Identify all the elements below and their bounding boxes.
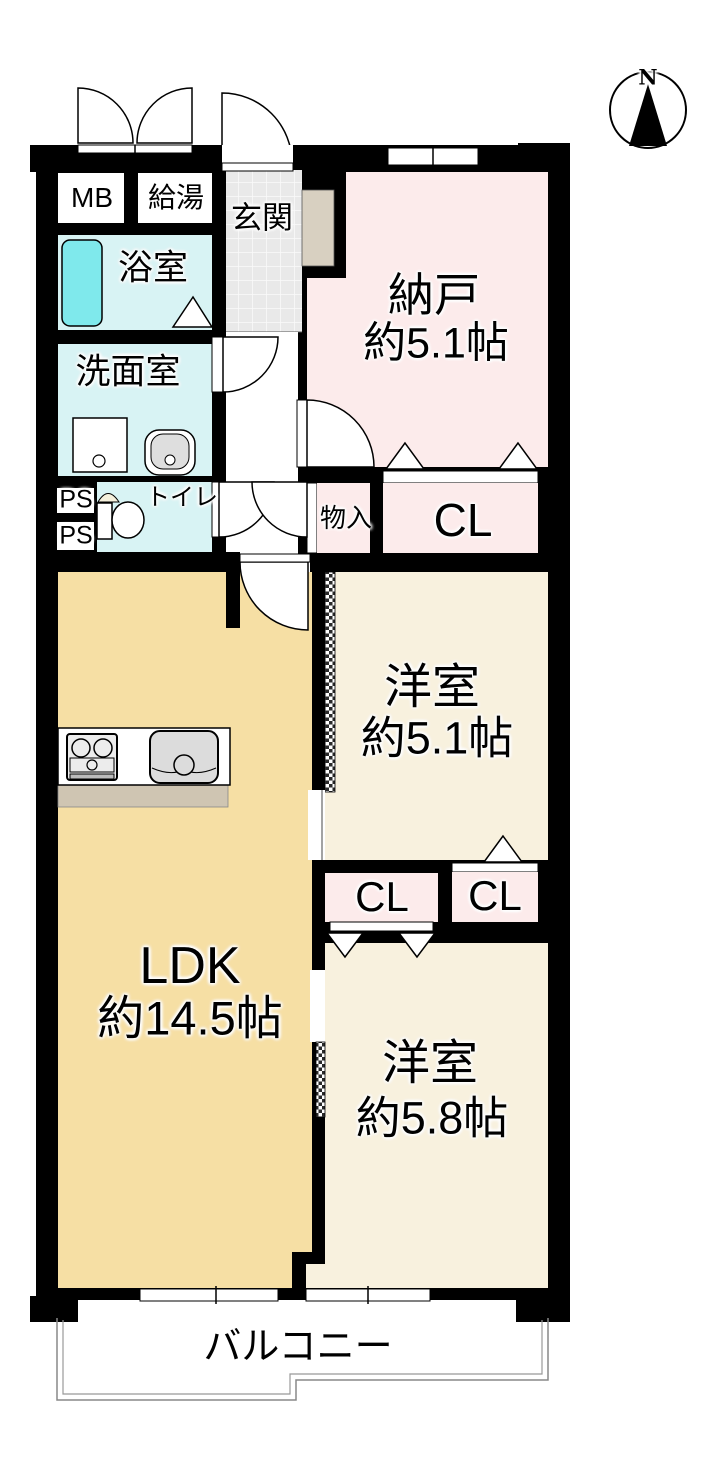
washing-machine: [72, 417, 128, 473]
label-bathroom: 浴室: [117, 248, 189, 288]
sliding-partition-hatch-2: [315, 1041, 326, 1118]
balcony-outline-outer: [56, 1318, 549, 1401]
room-hall-storage: [317, 483, 370, 553]
label-mb: MB: [71, 182, 113, 213]
room-western-2: [325, 943, 548, 1288]
storage-room-window: [387, 145, 479, 168]
label-storage-room-size: 約5.1帖: [363, 319, 509, 368]
entrance-step: [301, 189, 335, 267]
closet-left-door-mark-1: [325, 932, 365, 959]
kitchen-sink: [149, 730, 219, 784]
room-closet-right: [452, 872, 538, 922]
closet-right-door: [451, 862, 539, 873]
closet-left-door-mark-2: [397, 932, 437, 959]
label-western-2: 洋室: [381, 1037, 479, 1090]
washroom-door: [211, 336, 279, 393]
wall-jog-top: [306, 1252, 325, 1264]
compass-north-label: N: [638, 64, 658, 90]
storage-room-door: [296, 399, 375, 468]
hall-storage-door: [306, 482, 318, 554]
bathtub: [61, 239, 103, 327]
opening-ldk-western1: [308, 790, 325, 860]
sliding-partition-hatch-1: [324, 571, 336, 793]
room-mb: [58, 173, 124, 223]
washbasin: [144, 429, 196, 476]
closet-right-door-mark: [482, 834, 524, 863]
hall-closet-door-mark-1: [384, 441, 426, 470]
label-closet-right: CL: [468, 872, 522, 919]
corner-block-top-left: [30, 145, 58, 172]
label-hall-storage: 物入: [319, 503, 373, 533]
room-water-heater: [138, 173, 212, 223]
room-hall-closet: [383, 483, 538, 553]
ldk-balcony-window: [139, 1286, 279, 1304]
entrance-opening: [222, 145, 293, 163]
closet-left-door: [329, 921, 434, 932]
label-ldk: LDK: [139, 937, 241, 995]
label-water-heater: 給湯: [147, 182, 205, 213]
compass: [609, 71, 687, 149]
room-western-1: [325, 572, 548, 860]
label-hall-closet: CL: [433, 494, 493, 546]
wall-jog: [292, 1252, 306, 1300]
label-western-1: 洋室: [383, 661, 481, 714]
corner-block-bottom-left: [30, 1296, 78, 1322]
entrance-door-threshold: [221, 162, 294, 172]
bathroom-folding-door: [171, 295, 214, 328]
ldk-door: [226, 552, 311, 631]
corner-block-bottom-right: [516, 1292, 570, 1322]
pipe-space-1-box: [55, 486, 96, 515]
compass-needle: [629, 84, 667, 146]
hall-closet-door: [382, 470, 539, 484]
toilet-fixture: [96, 493, 145, 540]
room-western-2-extension: [306, 1264, 325, 1288]
stove: [66, 733, 118, 781]
western-2-balcony-window: [305, 1286, 431, 1304]
label-balcony: バルコニー: [203, 1326, 393, 1368]
label-entrance: 玄関: [231, 200, 293, 236]
label-storage-room: 納戸: [388, 269, 480, 321]
label-pipe-space-2: PS: [59, 521, 93, 550]
room-ldk-lower: [58, 1252, 292, 1288]
label-pipe-space-1: PS: [59, 485, 93, 514]
room-ldk: [58, 572, 312, 1252]
label-closet-left: CL: [355, 873, 409, 920]
label-ldk-size: 約14.5帖: [97, 991, 283, 1045]
balcony-outline-inner: [62, 1320, 543, 1395]
label-western-1-size: 約5.1帖: [360, 712, 514, 764]
pipe-space-2-box: [55, 520, 96, 552]
opening-ldk-western2: [310, 970, 325, 1042]
label-toilet: トイレ: [146, 484, 218, 511]
label-washroom: 洗面室: [75, 352, 181, 392]
hall-closet-door-mark-2: [497, 441, 539, 470]
room-storage: [346, 172, 548, 467]
label-western-2-size: 約5.8帖: [355, 1092, 509, 1144]
entrance-tile-pattern: [226, 170, 302, 332]
mb-kyuto-double-door: [77, 87, 193, 144]
room-closet-left: [325, 873, 438, 922]
hall-storage-door-swing: [251, 481, 308, 538]
